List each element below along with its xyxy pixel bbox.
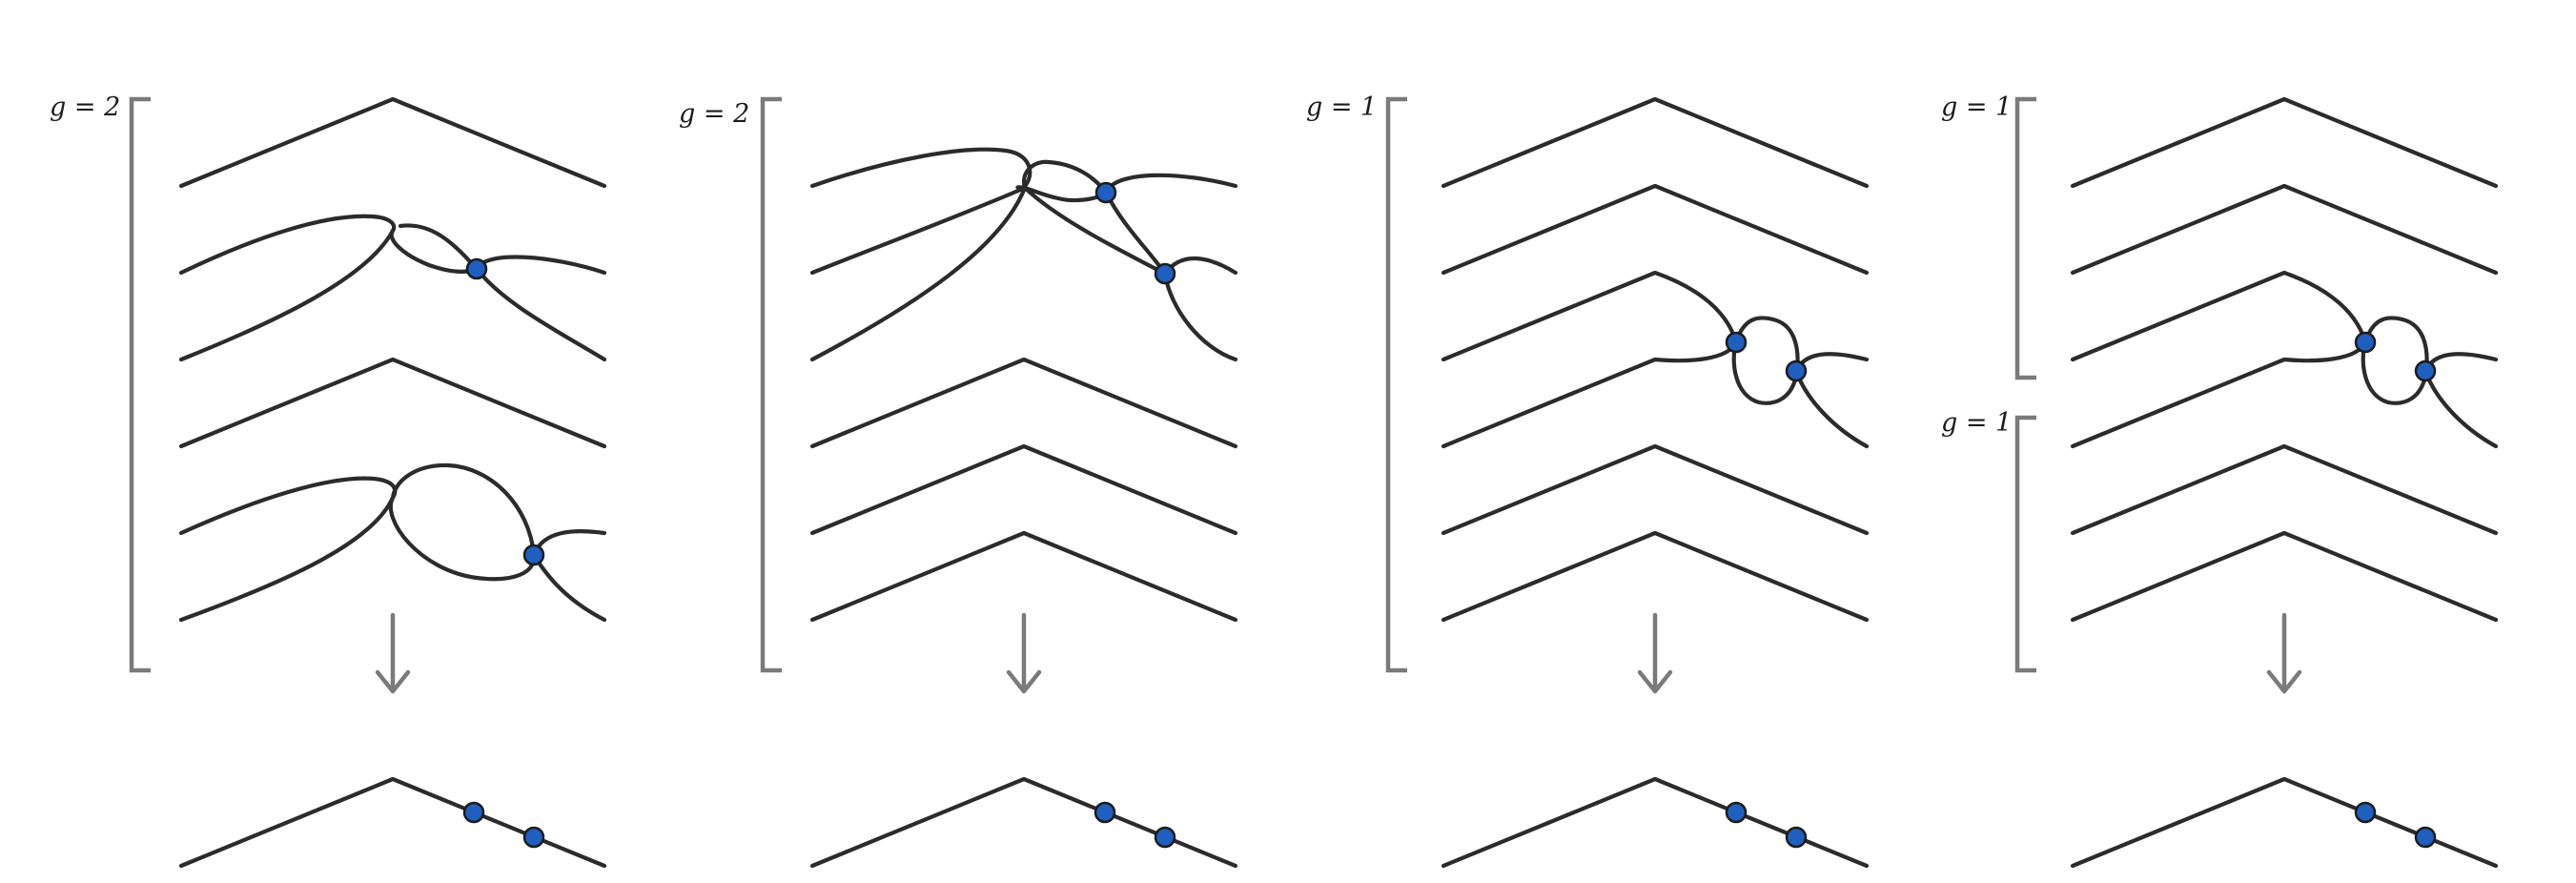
down-arrow	[2266, 612, 2302, 694]
nodal-component	[809, 185, 1028, 362]
nodal-component	[2070, 270, 2368, 362]
nodal-component	[1021, 159, 1109, 203]
smooth-component	[1441, 96, 1870, 189]
smooth-component	[1441, 443, 1870, 536]
genus-bracket-top	[2014, 96, 2036, 380]
base-curve	[1441, 776, 1870, 869]
node-point	[465, 257, 488, 280]
smooth-component	[809, 530, 1238, 623]
nodal-component	[531, 529, 607, 558]
nodal-component	[474, 266, 607, 362]
node-point	[522, 544, 545, 566]
marked-point	[1094, 801, 1116, 824]
down-arrow	[375, 612, 411, 694]
panel-1: g = 2	[50, 92, 607, 869]
nodal-component	[1162, 271, 1238, 362]
marked-point	[522, 826, 545, 849]
smooth-component	[178, 357, 607, 449]
base-curve	[2070, 776, 2499, 869]
nodal-component	[178, 462, 537, 582]
panel-3: g = 1	[1306, 92, 1870, 869]
nodal-component	[2423, 352, 2499, 374]
base-curve	[809, 776, 1238, 869]
marked-point	[462, 801, 485, 824]
smooth-component	[809, 357, 1238, 449]
smooth-component	[809, 443, 1238, 536]
nodal-component	[2423, 368, 2499, 449]
base-curve	[178, 776, 607, 869]
down-arrow	[1006, 612, 1042, 694]
nodal-component	[178, 495, 396, 623]
nodal-component	[1441, 316, 1800, 449]
smooth-component	[2070, 443, 2499, 536]
nodal-component	[1793, 368, 1870, 449]
nodal-component	[1022, 185, 1168, 277]
nodal-component	[2070, 316, 2429, 449]
genus-bracket	[129, 96, 151, 673]
node-point	[2414, 359, 2437, 382]
smooth-component	[178, 96, 607, 189]
down-arrow	[1637, 612, 1673, 694]
marked-point	[2414, 826, 2437, 849]
smooth-component	[1441, 530, 1870, 623]
smooth-component	[2070, 530, 2499, 623]
node-point	[1094, 181, 1117, 204]
genus-label-top: g = 1	[1941, 92, 2012, 122]
genus-label: g = 1	[1306, 92, 1377, 122]
nodal-component	[1441, 270, 1739, 362]
node-point	[2354, 331, 2377, 354]
node-point	[1154, 262, 1176, 285]
genus-bracket	[760, 96, 782, 673]
smooth-component	[2070, 183, 2499, 276]
genus-bracket-bottom	[2014, 415, 2036, 673]
nodal-component	[809, 185, 1028, 276]
smooth-component	[2070, 96, 2499, 189]
panel-4: g = 1 g = 1	[1941, 92, 2499, 869]
genus-bracket	[1385, 96, 1407, 673]
genus-label: g = 2	[679, 99, 749, 129]
marked-point	[2354, 801, 2377, 824]
genus-label-bottom: g = 1	[1941, 408, 2012, 438]
node-point	[1785, 359, 1808, 382]
genus-label: g = 2	[50, 92, 120, 122]
nodal-component	[1103, 173, 1238, 195]
node-point	[1725, 331, 1748, 354]
nodal-component	[1793, 352, 1870, 374]
nodal-component	[178, 228, 396, 362]
marked-point	[1725, 801, 1748, 824]
nodal-component	[809, 147, 1032, 192]
nodal-component	[531, 552, 607, 623]
marked-point	[1154, 826, 1176, 849]
nodal-component	[1103, 190, 1168, 277]
nodal-component	[474, 255, 607, 276]
smooth-component	[1441, 183, 1870, 276]
nodal-component	[178, 214, 480, 276]
marked-point	[1785, 826, 1808, 849]
nodal-component	[1162, 257, 1238, 277]
panel-2: g = 2	[679, 96, 1238, 869]
